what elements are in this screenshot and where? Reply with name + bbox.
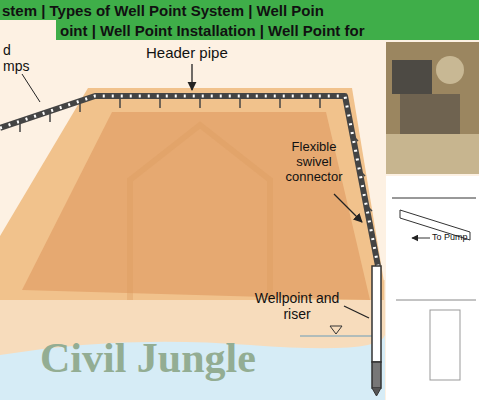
- banner-band: [56, 20, 479, 40]
- header-pipe-joints: [0, 96, 378, 266]
- photo-machine: [392, 60, 432, 94]
- excavation-slope: [22, 112, 370, 300]
- watermark-house: [130, 125, 270, 300]
- banner-text: oint | Well Point Installation | Well Po…: [60, 22, 365, 39]
- water-table-line: [300, 336, 372, 337]
- part-label: Flexible swivel connector: [280, 140, 348, 185]
- photo-ground: [386, 134, 479, 174]
- leader-line: [22, 74, 40, 102]
- sketch-line: [396, 300, 476, 301]
- header-pipe: [0, 96, 378, 266]
- watermark: Civil Jungle: [40, 334, 256, 382]
- photo-machine: [400, 94, 460, 134]
- leader-line: [344, 306, 369, 318]
- site-photo: [386, 42, 479, 174]
- sketch-line: [392, 198, 476, 199]
- part-label: mps: [3, 58, 29, 74]
- part-label: Wellpoint and riser: [252, 290, 342, 322]
- banner-band: [0, 0, 479, 20]
- sketch-detail: [430, 310, 460, 380]
- part-label: Header pipe: [146, 44, 228, 61]
- water-zone: [0, 335, 385, 400]
- swivel-connectors: [20, 99, 372, 211]
- riser-pipe: [372, 266, 381, 362]
- sketch-arrow: [412, 238, 430, 239]
- photo-detail: [436, 56, 464, 84]
- water-table-symbol: [330, 326, 342, 334]
- part-label: d: [3, 42, 11, 58]
- wellpoint-tip: [372, 388, 381, 396]
- leader-line: [334, 194, 362, 222]
- banner-text: stem | Types of Well Point System | Well…: [2, 2, 324, 19]
- wellpoint: [372, 362, 381, 388]
- sketch-panel: [386, 176, 479, 400]
- sketch-label: To Pump: [432, 232, 468, 242]
- soil-mound: [0, 88, 384, 300]
- leader-line: [191, 64, 192, 90]
